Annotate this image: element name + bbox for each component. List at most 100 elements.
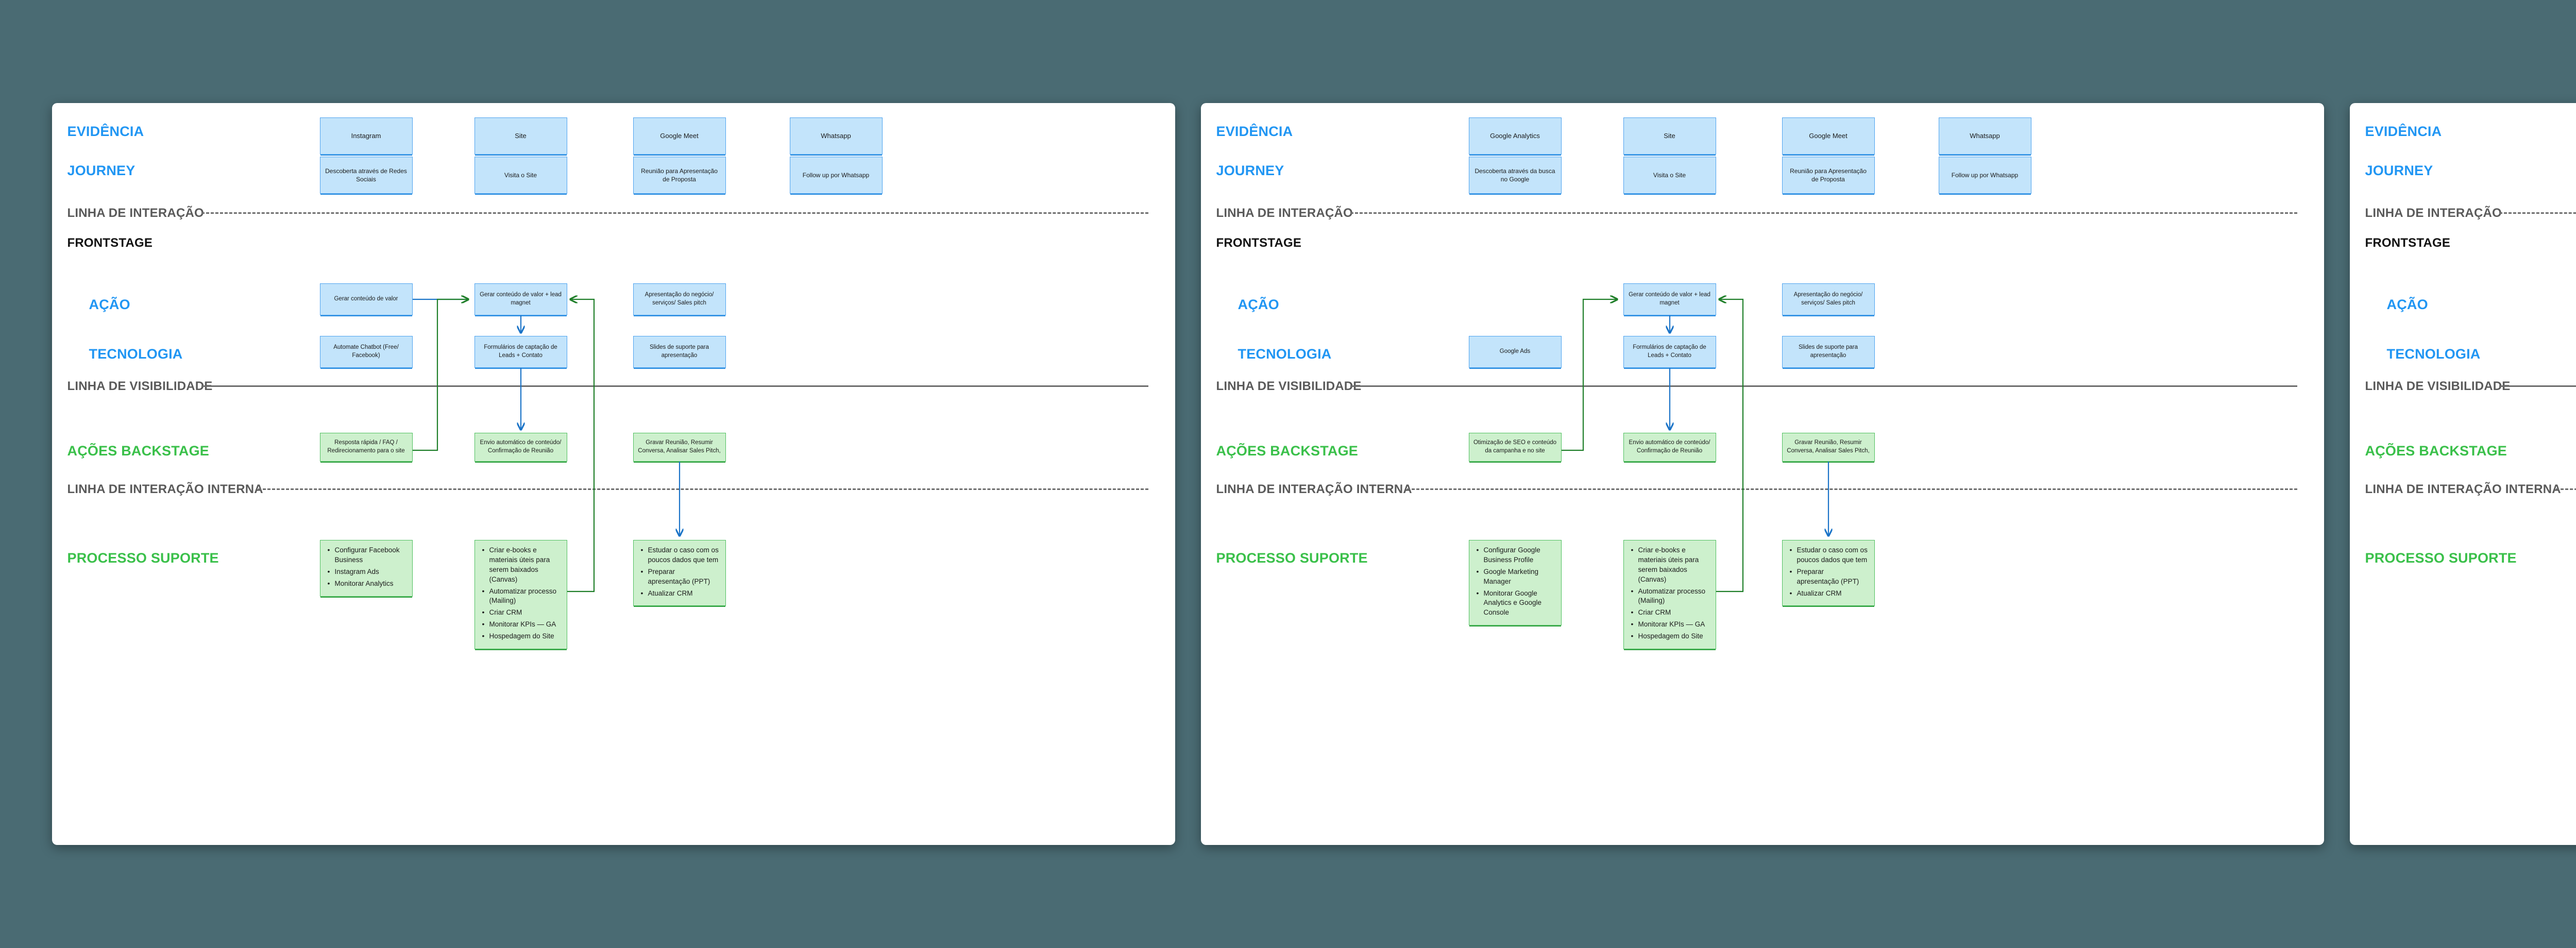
action-card[interactable]: Apresentação do negócio/ serviços/ Sales… [633,283,726,315]
support-card[interactable]: Criar e-books e materiais úteis para ser… [1623,540,1716,650]
action-card[interactable]: Gerar conteúdo de valor + lead magnet [474,283,567,315]
journey-card[interactable]: Follow up por Whatsapp [1938,157,2031,194]
action-card-label: Apresentação do negócio/ serviços/ Sales… [1793,292,1863,306]
technology-card[interactable]: Automate Chatbot (Free/ Facebook) [319,336,413,368]
support-list-item: Automatizar processo (Mailing) [482,586,561,606]
support-list-item: Criar CRM [482,607,561,618]
support-list-item: Preparar apresentação (PPT) [1790,567,1868,587]
support-list-item: Criar e-books e materiais úteis para ser… [482,545,561,585]
technology-card[interactable]: Google Ads [1468,336,1562,368]
evidence-card-label: Google Meet [1809,132,1848,140]
support-card[interactable]: Configurar Google Business ProfileGoogle… [1468,540,1562,626]
backstage-card[interactable]: Resposta rápida / FAQ / Redirecionamento… [319,433,413,462]
backstage-card[interactable]: Envio automático de conteúdo/ Confirmaçã… [1623,433,1716,462]
backstage-card[interactable]: Otimização de SEO e conteúdo da campanha… [1468,433,1562,462]
row-label-acao: AÇÃO [89,297,130,312]
evidence-card[interactable]: Site [1623,117,1716,155]
journey-card[interactable]: Visita o Site [474,157,567,194]
support-list-item: Hospedagem do Site [482,631,561,641]
divider-linha-interacao [201,212,1148,214]
support-list-item: Configurar Facebook Business [328,545,406,565]
evidence-card[interactable]: Google Analytics [1468,117,1562,155]
action-card-label: Gerar conteúdo de valor + lead magnet [480,292,562,306]
technology-card[interactable]: Slides de suporte para apresentação [633,336,726,368]
journey-card-label: Follow up por Whatsapp [1951,171,2019,179]
row-label-evidencia: EVIDÊNCIA [67,124,144,139]
evidence-card-label: Whatsapp [1970,132,2000,140]
journey-card[interactable]: Descoberta através de Redes Sociais [319,157,413,194]
backstage-card-label: Gravar Reunião, Resumir Conversa, Analis… [638,439,721,454]
journey-card-label: Visita o Site [1653,171,1686,179]
support-list-item: Monitorar KPIs — GA [482,619,561,630]
journey-card[interactable]: Reunião para Apresentação de Proposta [633,157,726,194]
backstage-card-label: Otimização de SEO e conteúdo da campanha… [1473,439,1557,454]
evidence-card[interactable]: Google Meet [633,117,726,155]
journey-card[interactable]: Follow up por Whatsapp [789,157,883,194]
support-list-item: Monitorar KPIs — GA [1631,619,1709,630]
support-list-item: Configurar Google Business Profile [1477,545,1555,565]
row-label-tecnologia: TECNOLOGIA [1238,346,1332,362]
evidence-card-label: Whatsapp [821,132,851,140]
journey-card[interactable]: Visita o Site [1623,157,1716,194]
row-label-tecnologia: TECNOLOGIA [89,346,183,362]
backstage-card[interactable]: Gravar Reunião, Resumir Conversa, Analis… [1782,433,1875,462]
backstage-card-label: Gravar Reunião, Resumir Conversa, Analis… [1787,439,1870,454]
connector-lines [412,103,1175,592]
backstage-card[interactable]: Gravar Reunião, Resumir Conversa, Analis… [633,433,726,462]
action-card-label: Gerar conteúdo de valor + lead magnet [1629,292,1710,306]
action-card[interactable]: Gerar conteúdo de valor + lead magnet [1623,283,1716,315]
technology-card-label: Google Ads [1499,348,1531,355]
technology-card-label: Automate Chatbot (Free/ Facebook) [333,344,399,359]
journey-card-label: Descoberta através da busca no Google [1475,167,1555,183]
support-list-item: Atualizar CRM [1790,588,1868,599]
support-list-item: Instagram Ads [328,567,406,577]
row-label-journey: JOURNEY [2365,163,2433,178]
row-label-acoes-backstage: AÇÕES BACKSTAGE [2365,443,2507,459]
support-list-item: Atualizar CRM [641,588,719,599]
row-label-frontstage: FRONTSTAGE [1216,236,1302,250]
support-card[interactable]: Configurar Facebook BusinessInstagram Ad… [319,540,413,597]
journey-card[interactable]: Reunião para Apresentação de Proposta [1782,157,1875,194]
support-card[interactable]: Estudar o caso com os poucos dados que t… [633,540,726,606]
row-label-linha-interacao-interna: LINHA DE INTERAÇÃO INTERNA [1216,482,1412,496]
technology-card[interactable]: Formulários de captação de Leads + Conta… [474,336,567,368]
divider-linha-interacao-interna [2555,488,2576,490]
technology-card[interactable]: Formulários de captação de Leads + Conta… [1623,336,1716,368]
evidence-card-label: Instagram [351,132,381,140]
backstage-card-label: Envio automático de conteúdo/ Confirmaçã… [1629,439,1710,454]
row-label-tecnologia: TECNOLOGIA [2386,346,2481,362]
action-card[interactable]: Gerar conteúdo de valor [319,283,413,315]
divider-linha-interacao [1350,212,2297,214]
action-card-label: Apresentação do negócio/ serviços/ Sales… [645,292,714,306]
journey-card-label: Follow up por Whatsapp [802,171,870,179]
evidence-card[interactable]: Instagram [319,117,413,155]
technology-card-label: Formulários de captação de Leads + Conta… [484,344,557,359]
row-label-linha-interacao-interna: LINHA DE INTERAÇÃO INTERNA [2365,482,2561,496]
evidence-card[interactable]: Google Meet [1782,117,1875,155]
journey-card-label: Visita o Site [504,171,537,179]
technology-card[interactable]: Slides de suporte para apresentação [1782,336,1875,368]
row-label-frontstage: FRONTSTAGE [2365,236,2451,250]
evidence-card[interactable]: Site [474,117,567,155]
backstage-card-label: Envio automático de conteúdo/ Confirmaçã… [480,439,562,454]
technology-card-label: Slides de suporte para apresentação [1798,344,1858,359]
backstage-card[interactable]: Envio automático de conteúdo/ Confirmaçã… [474,433,567,462]
support-list-item: Criar CRM [1631,607,1709,618]
support-list-item: Monitorar Analytics [328,579,406,589]
action-card[interactable]: Apresentação do negócio/ serviços/ Sales… [1782,283,1875,315]
evidence-card[interactable]: Whatsapp [1938,117,2031,155]
journey-card-label: Reunião para Apresentação de Proposta [1790,167,1867,183]
support-card[interactable]: Criar e-books e materiais úteis para ser… [474,540,567,650]
support-list-item: Automatizar processo (Mailing) [1631,586,1709,606]
support-card[interactable]: Estudar o caso com os poucos dados que t… [1782,540,1875,606]
row-label-processo-suporte: PROCESSO SUPORTE [67,550,219,566]
row-label-acao: AÇÃO [1238,297,1279,312]
support-list-item: Hospedagem do Site [1631,631,1709,641]
connector-lines [1561,103,2324,592]
divider-linha-interacao-interna [258,488,1148,490]
row-label-linha-visibilidade: LINHA DE VISIBILIDADE [2365,379,2511,393]
evidence-card[interactable]: Whatsapp [789,117,883,155]
journey-card[interactable]: Descoberta através da busca no Google [1468,157,1562,194]
